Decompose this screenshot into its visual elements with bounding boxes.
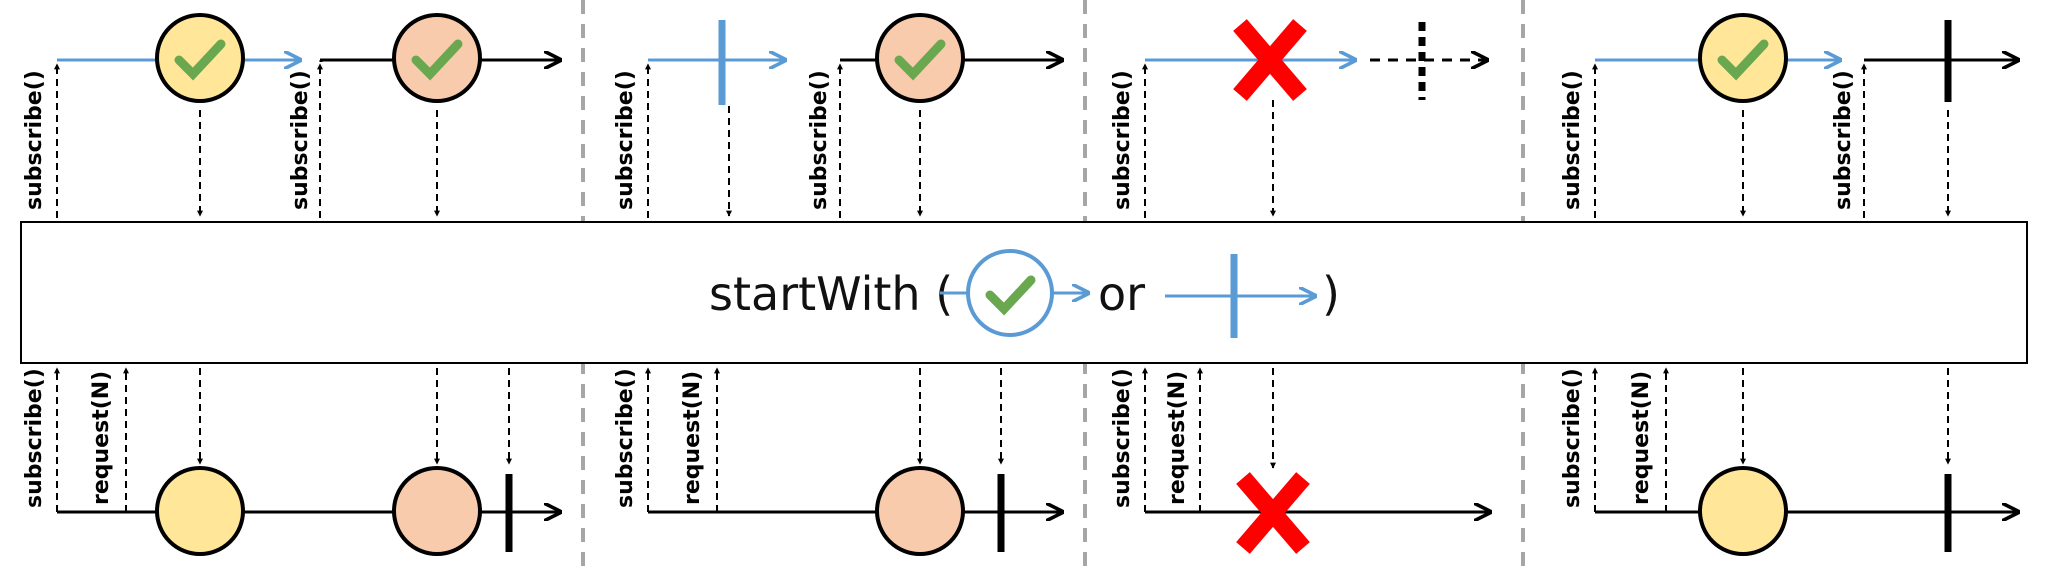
request-label: request(N): [1165, 371, 1190, 505]
scenario-4: subscribe() subscribe() subscribe() requ…: [1560, 13, 2018, 556]
operator-or-text: or: [1098, 267, 1145, 321]
request-label: request(N): [89, 371, 114, 505]
subscribe-label: subscribe(): [22, 70, 47, 210]
subscribe-label: subscribe(): [22, 368, 47, 508]
output-value-marble: [392, 466, 482, 556]
output-value-marble: [875, 466, 965, 556]
subscribe-label: subscribe(): [1110, 70, 1135, 210]
scenario-1: subscribe() subscribe() subscribe() requ…: [22, 13, 560, 556]
subscribe-label: subscribe(): [288, 70, 313, 210]
upstream-value-marble: [875, 13, 965, 103]
scenario-2: subscribe() subscribe() subscribe() requ…: [613, 13, 1062, 556]
operator-close-paren: ): [1322, 267, 1340, 321]
subscribe-label: subscribe(): [1560, 70, 1585, 210]
scenario-3: subscribe() subscribe() request(N): [1110, 19, 1490, 554]
check-icon: [894, 39, 946, 81]
check-icon: [985, 275, 1036, 316]
output-value-marble: [1698, 466, 1788, 556]
emitted-value-marble: [155, 13, 245, 103]
operator-value-marble: [966, 249, 1054, 337]
subscribe-label: subscribe(): [613, 368, 638, 508]
check-icon: [174, 39, 226, 81]
operator-title: startWith (: [709, 267, 953, 321]
subscribe-label: subscribe(): [613, 70, 638, 210]
check-icon: [411, 39, 463, 81]
upstream-value-marble: [392, 13, 482, 103]
error-x-icon: [1236, 472, 1310, 554]
request-label: request(N): [680, 371, 705, 505]
output-value-marble: [155, 466, 245, 556]
request-label: request(N): [1629, 371, 1654, 505]
check-icon: [1717, 39, 1769, 81]
subscribe-label: subscribe(): [1110, 368, 1135, 508]
subscribe-label: subscribe(): [807, 70, 832, 210]
subscribe-label: subscribe(): [1560, 368, 1585, 508]
error-x-icon: [1233, 19, 1307, 101]
subscribe-label: subscribe(): [1831, 70, 1856, 210]
operator-box: startWith ( or ): [20, 221, 2028, 364]
emitted-value-marble: [1698, 13, 1788, 103]
